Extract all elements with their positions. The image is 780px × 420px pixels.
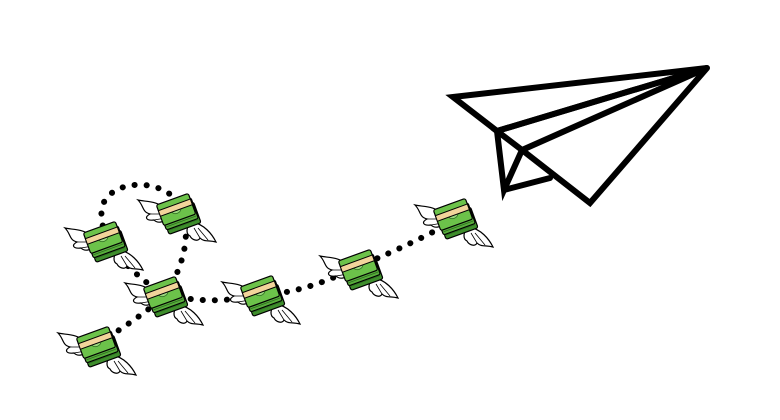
flying-money-icon bbox=[221, 274, 301, 325]
flying-money-icon bbox=[57, 325, 137, 376]
flying-money-icon bbox=[64, 220, 144, 271]
flying-money-icon bbox=[414, 197, 494, 248]
flying-money-icon bbox=[319, 248, 399, 299]
dotted-trail bbox=[85, 181, 458, 353]
paper-plane-icon bbox=[445, 65, 710, 208]
flying-money-icon bbox=[137, 192, 217, 243]
